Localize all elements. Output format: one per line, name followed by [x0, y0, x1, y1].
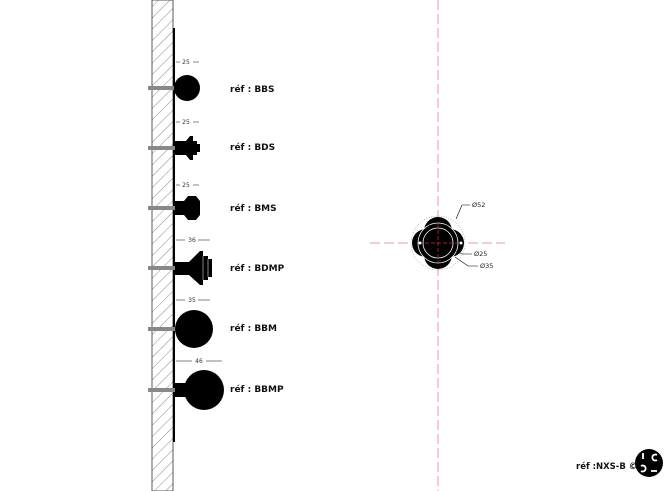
ref-bbm: réf : BBM: [230, 323, 277, 334]
diameter-35: Ø35: [480, 262, 493, 270]
brand-logo: [635, 449, 663, 477]
ref-bbs: réf : BBS: [230, 84, 275, 95]
dimension-bbs: 25: [182, 59, 190, 66]
knob-bbs: [174, 75, 200, 101]
diameter-25: Ø25: [474, 250, 487, 258]
dimension-bbm: 35: [188, 297, 196, 304]
ref-bms: réf : BMS: [230, 203, 277, 214]
knob-bbmp: [184, 370, 224, 410]
dimension-bbmp: 46: [195, 358, 203, 365]
knob-bdmp: [175, 251, 212, 285]
knob-bds: [175, 136, 200, 160]
dimension-bdmp: 36: [188, 237, 196, 244]
dimension-bms: 25: [182, 182, 190, 189]
ref-bdmp: réf : BDMP: [230, 263, 285, 274]
ref-bbmp: réf : BBMP: [230, 384, 284, 395]
wall-section: [151, 0, 175, 491]
front-view: [370, 0, 505, 491]
screws: [148, 86, 183, 392]
diameter-52: Ø52: [472, 201, 485, 209]
ref-bds: réf : BDS: [230, 142, 275, 153]
dimension-bds: 25: [182, 119, 190, 126]
knob-bbm: [175, 310, 213, 348]
footer-ref: réf :NXS-B ©: [576, 461, 637, 472]
knob-bms: [175, 196, 200, 220]
